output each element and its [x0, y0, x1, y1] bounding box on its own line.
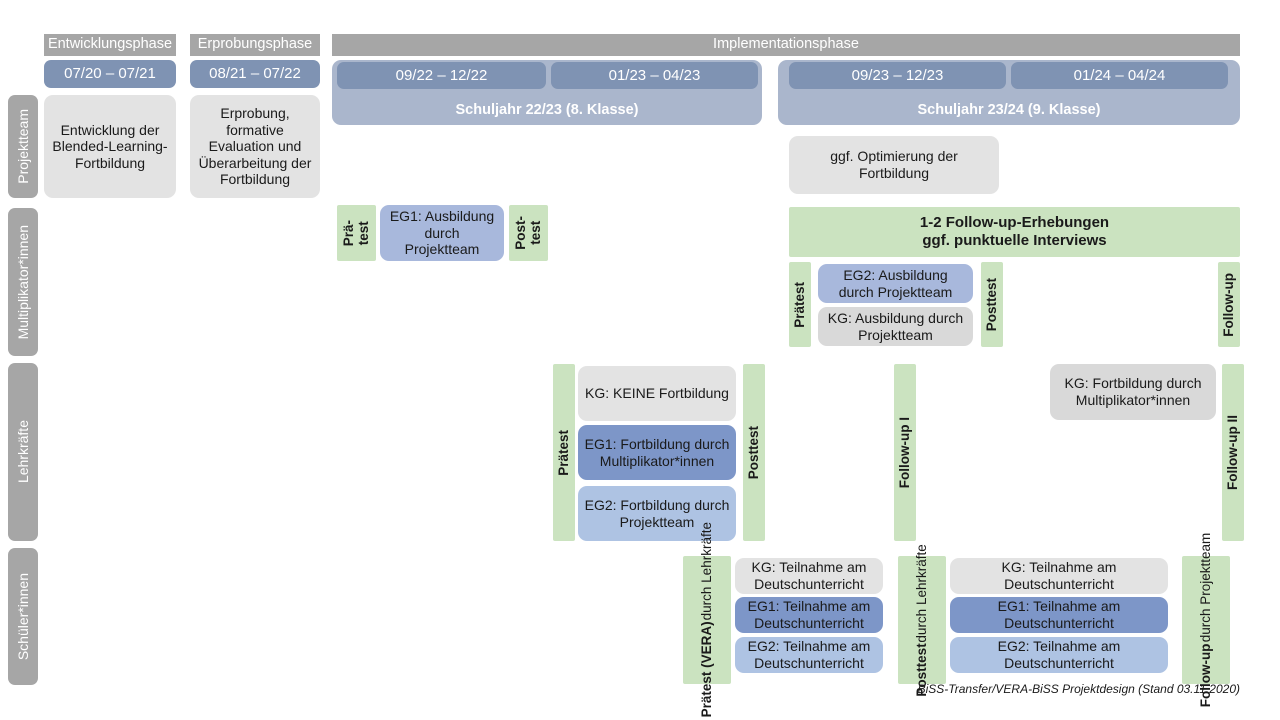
- date-chip-text: 01/23 – 04/23: [608, 66, 701, 84]
- lehrkraefte-followup-2-strip: Follow-up II: [1222, 364, 1244, 541]
- projektteam-entwicklung-text: Entwicklung der Blended-Learning-Fortbil…: [52, 121, 168, 171]
- lehrkraefte-eg1-fortbildung-text: EG1: Fortbildung durch Multiplikator*inn…: [584, 435, 730, 469]
- schueler-kg-2-text: KG: Teilnahme am Deutschunterricht: [1001, 559, 1117, 592]
- date-chip-0123-0423: 01/23 – 04/23: [551, 62, 758, 89]
- projektteam-optimierung-text: ggf. Optimierung der Fortbildung: [830, 148, 958, 181]
- phase-label-erprobung: Erprobungsphase: [190, 34, 320, 56]
- role-tab-label: Schüler*innen: [14, 572, 31, 661]
- multiplikator-followup-strip: Follow-up: [1218, 262, 1240, 347]
- schueler-eg2-2-box: EG2: Teilnahme am Deutschunterricht: [950, 637, 1168, 673]
- schueler-eg1-2-text: EG1: Teilnahme am Deutschunterricht: [997, 598, 1121, 631]
- lehrkraefte-posttest-strip: Posttest: [743, 364, 765, 541]
- multiplikator-posttest-1-label: Post- test: [513, 216, 544, 250]
- date-chip-0124-0424: 01/24 – 04/24: [1011, 62, 1228, 89]
- multiplikator-kg-ausbildung-box: KG: Ausbildung durch Projektteam: [818, 307, 973, 346]
- phase-label-text: Erprobungsphase: [197, 36, 313, 53]
- schueler-kg-2-box: KG: Teilnahme am Deutschunterricht: [950, 558, 1168, 594]
- school-year-label: Schuljahr 22/23 (8. Klasse): [455, 101, 639, 118]
- phase-label-implementation: Implementationsphase: [332, 34, 1240, 56]
- schueler-followup-strip: Follow-up durch Projektteam: [1182, 533, 1230, 707]
- role-tab-multiplikatorinnen: Multiplikator*innen: [8, 208, 38, 356]
- multiplikator-eg2-ausbildung-text: EG2: Ausbildung durch Projektteam: [838, 266, 953, 300]
- footer-note: BiSS-Transfer/VERA-BiSS Projektdesign (S…: [917, 682, 1240, 696]
- multiplikator-followup-band-line1: 1-2 Follow-up-Erhebungen: [919, 214, 1110, 232]
- lehrkraefte-followup-1-label: Follow-up I: [897, 416, 913, 489]
- lehrkraefte-praetest-label: Prätest: [556, 429, 572, 476]
- schueler-eg1-2-box: EG1: Teilnahme am Deutschunterricht: [950, 597, 1168, 633]
- lehrkraefte-kg-keine-text: KG: KEINE Fortbildung: [585, 385, 729, 402]
- projektteam-entwicklung-box: Entwicklung der Blended-Learning-Fortbil…: [44, 95, 176, 198]
- multiplikator-posttest-2: Posttest: [981, 262, 1003, 347]
- lehrkraefte-kg-fortbildung-text: KG: Fortbildung durch Multiplikator*inne…: [1064, 375, 1202, 408]
- date-chip-text: 07/20 – 07/21: [64, 65, 156, 83]
- projektteam-erprobung-box: Erprobung, formative Evaluation und Über…: [190, 95, 320, 198]
- multiplikator-kg-ausbildung-text: KG: Ausbildung durch Projektteam: [827, 309, 964, 343]
- lehrkraefte-followup-1-strip: Follow-up I: [894, 364, 916, 541]
- multiplikator-posttest-1: Post- test: [509, 205, 548, 261]
- multiplikator-followup-band-line2: ggf. punktuelle Interviews: [922, 232, 1107, 249]
- lehrkraefte-praetest-strip: Prätest: [553, 364, 575, 541]
- lehrkraefte-eg2-fortbildung-box: EG2: Fortbildung durch Projektteam: [578, 486, 736, 541]
- date-chip-0720-0721: 07/20 – 07/21: [44, 60, 176, 88]
- date-chip-0923-1223: 09/23 – 12/23: [789, 62, 1006, 89]
- schueler-eg1-1-text: EG1: Teilnahme am Deutschunterricht: [747, 598, 871, 631]
- multiplikator-eg1-ausbildung-box: EG1: Ausbildung durch Projektteam: [380, 205, 504, 261]
- multiplikator-followup-band: 1-2 Follow-up-Erhebungen ggf. punktuelle…: [789, 207, 1240, 257]
- multiplikator-followup-label: Follow-up: [1221, 272, 1237, 337]
- lehrkraefte-followup-2-label: Follow-up II: [1225, 415, 1241, 490]
- multiplikator-praetest-1-label: Prä- test: [341, 219, 372, 247]
- schueler-posttest-strip: Posttest durch Lehrkräfte: [898, 544, 946, 696]
- date-chip-text: 08/21 – 07/22: [209, 65, 301, 83]
- schueler-posttest-label: Posttest durch Lehrkräfte: [914, 543, 930, 697]
- date-chip-text: 09/23 – 12/23: [851, 66, 944, 84]
- projektteam-erprobung-text: Erprobung, formative Evaluation und Über…: [198, 105, 312, 188]
- multiplikator-eg2-ausbildung-box: EG2: Ausbildung durch Projektteam: [818, 264, 973, 303]
- role-tab-lehrkraefte: Lehrkräfte: [8, 363, 38, 541]
- schueler-eg2-1-text: EG2: Teilnahme am Deutschunterricht: [747, 638, 871, 671]
- multiplikator-praetest-1: Prä- test: [337, 205, 376, 261]
- role-tab-projektteam: Projektteam: [8, 95, 38, 198]
- school-year-label: Schuljahr 23/24 (9. Klasse): [917, 101, 1101, 118]
- schueler-followup-label: Follow-up durch Projektteam: [1198, 532, 1214, 708]
- multiplikator-praetest-2-label: Prätest: [792, 281, 808, 328]
- date-chip-text: 09/22 – 12/22: [395, 66, 488, 84]
- schueler-praetest-label: Prätest (VERA) durch Lehrkräfte: [699, 522, 715, 718]
- lehrkraefte-kg-fortbildung-box: KG: Fortbildung durch Multiplikator*inne…: [1050, 364, 1216, 420]
- schueler-kg-1-box: KG: Teilnahme am Deutschunterricht: [735, 558, 883, 594]
- schueler-eg2-1-box: EG2: Teilnahme am Deutschunterricht: [735, 637, 883, 673]
- schueler-eg1-1-box: EG1: Teilnahme am Deutschunterricht: [735, 597, 883, 633]
- lehrkraefte-eg1-fortbildung-box: EG1: Fortbildung durch Multiplikator*inn…: [578, 425, 736, 480]
- phase-label-text: Implementationsphase: [713, 36, 859, 53]
- multiplikator-praetest-2: Prätest: [789, 262, 811, 347]
- role-tab-label: Projektteam: [14, 109, 31, 184]
- phase-label-text: Entwicklungsphase: [47, 36, 173, 53]
- lehrkraefte-eg2-fortbildung-text: EG2: Fortbildung durch Projektteam: [584, 496, 730, 530]
- role-tab-label: Lehrkräfte: [14, 420, 31, 484]
- date-chip-text: 01/24 – 04/24: [1073, 66, 1166, 84]
- schueler-kg-1-text: KG: Teilnahme am Deutschunterricht: [751, 559, 867, 592]
- phase-label-entwicklung: Entwicklungsphase: [44, 34, 176, 56]
- schueler-praetest-strip: Prätest (VERA) durch Lehrkräfte: [683, 522, 731, 718]
- lehrkraefte-posttest-label: Posttest: [746, 425, 762, 480]
- date-chip-0922-1222: 09/22 – 12/22: [337, 62, 546, 89]
- multiplikator-posttest-2-label: Posttest: [984, 277, 1000, 332]
- role-tab-label: Multiplikator*innen: [14, 224, 31, 340]
- projektteam-optimierung-box: ggf. Optimierung der Fortbildung: [789, 136, 999, 194]
- multiplikator-eg1-ausbildung-text: EG1: Ausbildung durch Projektteam: [389, 208, 495, 258]
- role-tab-schuelerinnen: Schüler*innen: [8, 548, 38, 685]
- schueler-eg2-2-text: EG2: Teilnahme am Deutschunterricht: [997, 638, 1121, 671]
- lehrkraefte-kg-keine-box: KG: KEINE Fortbildung: [578, 366, 736, 421]
- date-chip-0821-0722: 08/21 – 07/22: [190, 60, 320, 88]
